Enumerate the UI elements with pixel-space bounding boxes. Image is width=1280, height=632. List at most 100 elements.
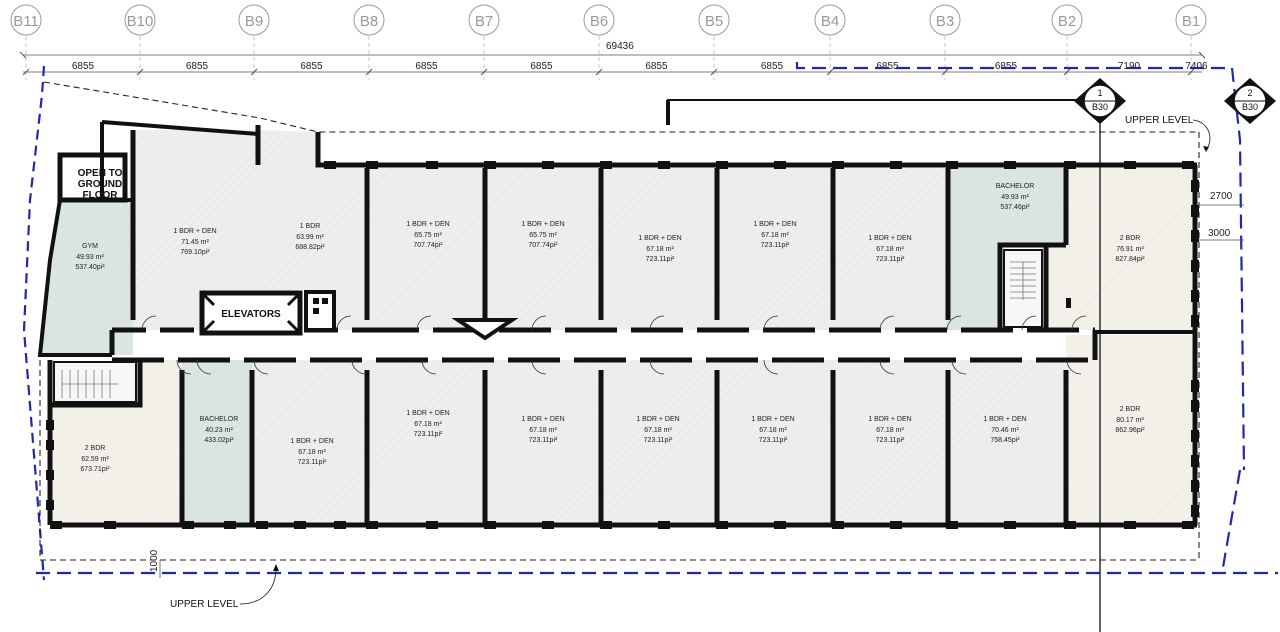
- door-swing: [176, 359, 192, 375]
- window: [1124, 521, 1136, 529]
- stair-south: [53, 361, 137, 403]
- bay-dimension-text: 7406: [1185, 61, 1208, 72]
- window: [1191, 455, 1199, 467]
- door-swing: [351, 359, 367, 375]
- window: [1191, 205, 1199, 217]
- section-2-number: 2: [1247, 88, 1252, 98]
- window: [224, 521, 236, 529]
- grid-bubble-label: B5: [705, 13, 723, 30]
- window: [324, 161, 336, 169]
- door-swing: [879, 315, 895, 331]
- window: [426, 521, 438, 529]
- unit-area-m2: 67.18 m²: [644, 427, 672, 434]
- bay-dimension-text: 6855: [530, 61, 553, 72]
- unit-area-m2: 40.23 m²: [205, 427, 233, 434]
- window: [600, 521, 612, 529]
- door-swing: [531, 359, 547, 375]
- window: [1004, 521, 1016, 529]
- window: [256, 521, 268, 529]
- walls: [37, 120, 1198, 528]
- unit-type: 1 BDR + DEN: [406, 221, 449, 228]
- window: [294, 521, 306, 529]
- unit-area-m2: 67.18 m²: [759, 427, 787, 434]
- elevator-core: ELEVATORS: [199, 290, 336, 336]
- unit-label: 1 BDR + DEN 65.75 m² 707.74pi²: [406, 221, 449, 249]
- grid-bubble-label: B9: [245, 13, 263, 30]
- bay-dimension-text: 6855: [415, 61, 438, 72]
- window: [716, 161, 728, 169]
- window: [426, 161, 438, 169]
- window: [1191, 230, 1199, 242]
- unit-type: 1 BDR + DEN: [521, 416, 564, 423]
- bay-dimension-text: 6855: [761, 61, 784, 72]
- open-to-ground-floor: OPEN TO GROUND FLOOR: [78, 168, 123, 201]
- window: [104, 521, 116, 529]
- bay-dimension-text: 6855: [186, 61, 209, 72]
- window: [1004, 161, 1016, 169]
- dim-bottom-offset: 1000: [149, 549, 160, 572]
- unit-area-m2: 65.75 m²: [414, 232, 442, 239]
- door-swing: [141, 315, 157, 331]
- unit-area-ft2: 707.74pi²: [413, 242, 443, 249]
- window: [1191, 505, 1199, 517]
- door-swing: [763, 315, 779, 331]
- section-2-sheet: B30: [1242, 102, 1258, 112]
- door-swings: [141, 315, 1087, 375]
- unit-area-m2: 49.93 m²: [1001, 194, 1029, 201]
- unit-area-m2: 67.18 m²: [298, 449, 326, 456]
- grid-bubble-b2: B2: [1051, 4, 1083, 36]
- grid-bubble-b6: B6: [583, 4, 615, 36]
- window: [484, 161, 496, 169]
- unit-area-m2: 71.45 m²: [181, 239, 209, 246]
- grid-bubble-b1: B1: [1175, 4, 1207, 36]
- bay-dimension-text: 6855: [995, 61, 1018, 72]
- unit-type: 1 BDR + DEN: [751, 416, 794, 423]
- grid-bubble-label: B3: [936, 13, 954, 30]
- window: [946, 161, 958, 169]
- grid-bubble-label: B11: [13, 13, 39, 30]
- unit-area-ft2: 723.11pi²: [876, 256, 905, 263]
- unit-area-ft2: 688.82pi²: [295, 244, 325, 251]
- elevators-label: ELEVATORS: [221, 309, 281, 320]
- window: [484, 521, 496, 529]
- grid-bubble-b5: B5: [698, 4, 730, 36]
- dim-right-lower: 3000: [1208, 228, 1231, 239]
- window: [182, 521, 194, 529]
- grid-bubble-b11: B11: [10, 4, 42, 36]
- window: [334, 521, 346, 529]
- window: [1191, 480, 1199, 492]
- unit-area-ft2: 537.46pi²: [1000, 204, 1030, 211]
- grid-bubble-b7: B7: [468, 4, 500, 36]
- window: [774, 521, 786, 529]
- unit-area-ft2: 723.11pi²: [644, 437, 673, 444]
- grid-bubble-b9: B9: [238, 4, 270, 36]
- upper-level-label-top: UPPER LEVEL: [1125, 115, 1211, 152]
- window: [46, 420, 54, 430]
- door-swing: [763, 359, 779, 375]
- unit-area-m2: 70.46 m²: [991, 427, 1019, 434]
- door-swing: [336, 315, 352, 331]
- unit-area-m2: 62.59 m²: [81, 456, 109, 463]
- unit-type: 1 BDR + DEN: [638, 235, 681, 242]
- unit-type: 2 BDR: [85, 445, 106, 452]
- bay-dimension-text: 6855: [876, 61, 899, 72]
- bay-dimension-text: 6855: [300, 61, 323, 72]
- window: [832, 521, 844, 529]
- open-label-line2: GROUND: [78, 179, 122, 190]
- unit-area-ft2: 723.11pi²: [761, 242, 790, 249]
- window: [542, 521, 554, 529]
- open-label-line1: OPEN TO: [78, 168, 123, 179]
- grid-bubble-label: B10: [127, 13, 154, 30]
